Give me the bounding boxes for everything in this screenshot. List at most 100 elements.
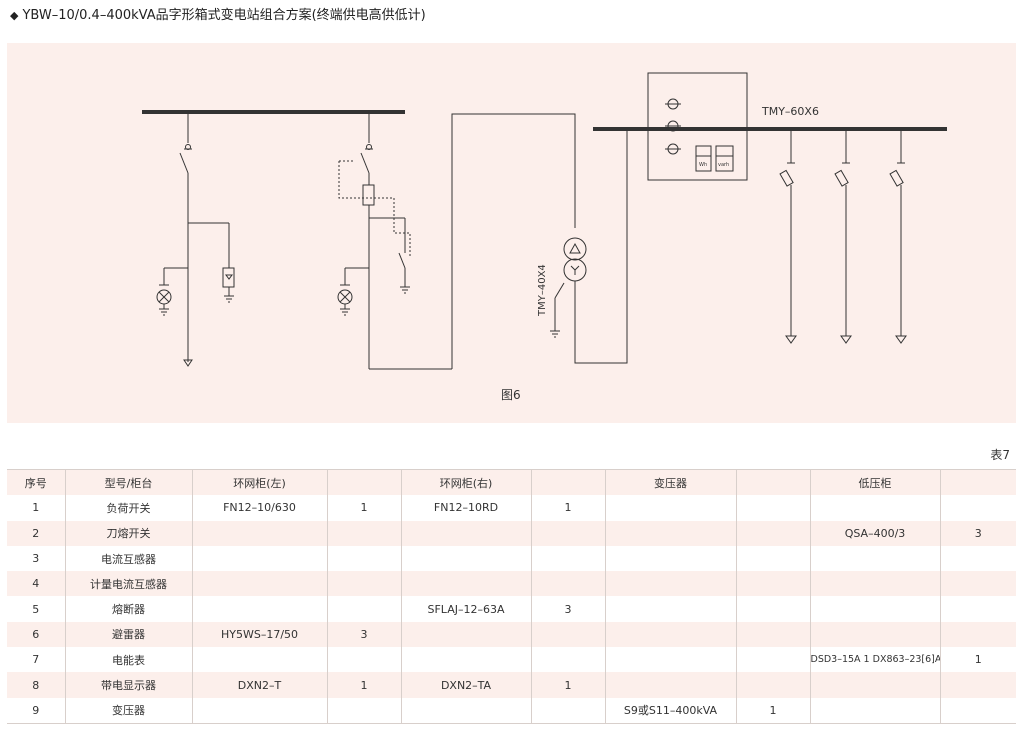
single-line-diagram-svg: TMY–60X6 TMY–40X4 Wh varh [142, 72, 947, 370]
table-cell [530, 571, 605, 597]
table-cell: 1 [32, 501, 40, 515]
table-cell [604, 545, 736, 572]
transformer-symbol [550, 130, 628, 364]
middle-feeder [337, 112, 452, 370]
table-cell [400, 545, 531, 572]
table-cell [530, 697, 605, 724]
hv-cable [451, 113, 576, 369]
table-header-row: 序号 型号/柜台 环网柜(左) 环网柜(右) 变压器 低压柜 [7, 469, 1016, 496]
table-cell: 8 [32, 678, 40, 692]
table-cell [400, 647, 531, 673]
table-cell [809, 495, 940, 521]
table-row: 9 变压器 S9或S11–400kVA 1 [7, 697, 1016, 724]
table-cell [530, 647, 605, 673]
wiring-diagram: TMY–60X6 TMY–40X4 Wh varh 图6 [7, 43, 1016, 423]
table-cell [735, 571, 810, 597]
table-row: 1 负荷开关 FN12–10/630 1 FN12–10RD 1 [7, 495, 1016, 521]
table-cell [530, 621, 605, 648]
table-cell [400, 571, 531, 597]
table-cell [191, 596, 327, 622]
table-cell [809, 545, 940, 572]
table-cell: 1 [326, 495, 401, 521]
table-row: 6 避雷器 HY5WS–17/50 3 [7, 621, 1016, 648]
table-cell [604, 596, 736, 622]
header-cell [735, 469, 810, 496]
table-cell: 6 [32, 627, 40, 641]
table-cell: 负荷开关 [64, 495, 192, 521]
header-cell: 环网柜(左) [191, 469, 327, 496]
figure-label: 图6 [501, 388, 521, 402]
table-cell: 3 [530, 596, 605, 622]
table-cell [326, 520, 401, 546]
table-cell [604, 672, 736, 698]
table-row: 5 熔断器 SFLAJ–12–63A 3 [7, 596, 1016, 622]
metering-box [647, 72, 748, 181]
table-cell [604, 495, 736, 521]
table-cell [939, 571, 1016, 597]
table-row: 2 刀熔开关 QSA–400/3 3 [7, 520, 1016, 546]
table-cell [604, 571, 736, 597]
table-cell [400, 621, 531, 648]
header-cell [530, 469, 605, 496]
table-cell: 带电显示器 [64, 672, 192, 698]
transformer-label: TMY–40X4 [537, 264, 548, 317]
table-cell [530, 545, 605, 572]
header-cell: 序号 [7, 469, 65, 496]
table-cell: HY5WS–17/50 [191, 621, 327, 648]
title-text: YBW–10/0.4–400kVA品字形箱式变电站组合方案(终端供电高供低计) [22, 8, 426, 23]
table-cell: 计量电流互感器 [64, 571, 192, 597]
table-cell [735, 545, 810, 572]
table-cell [191, 571, 327, 597]
table-cell: 变压器 [64, 697, 192, 724]
table-cell [939, 672, 1016, 698]
table-cell: DSD3–15A 1 DX863–23[6]A [809, 647, 940, 673]
header-cell: 环网柜(右) [400, 469, 531, 496]
page-title: ◆YBW–10/0.4–400kVA品字形箱式变电站组合方案(终端供电高供低计) [10, 4, 426, 23]
table-cell: 3 [326, 621, 401, 648]
table-label: 表7 [990, 448, 1010, 462]
table-cell [939, 596, 1016, 622]
table-cell [326, 697, 401, 724]
busbar-label: TMY–60X6 [761, 105, 819, 118]
header-cell: 变压器 [604, 469, 736, 496]
table-cell: FN12–10/630 [191, 495, 327, 521]
table-row: 3 电流互感器 [7, 545, 1016, 572]
table-cell [604, 621, 736, 648]
left-feeder [156, 112, 235, 367]
header-cell: 型号/柜台 [64, 469, 192, 496]
meter-label-wh: Wh [699, 162, 707, 168]
table-cell [735, 672, 810, 698]
table-cell [400, 520, 531, 546]
table-cell [939, 545, 1016, 572]
header-cell [326, 469, 401, 496]
table-cell [735, 520, 810, 546]
outgoing-feeders [779, 129, 907, 344]
table-cell: FN12–10RD [400, 495, 531, 521]
table-cell [326, 571, 401, 597]
table-cell [809, 697, 940, 724]
table-cell [530, 520, 605, 546]
table-cell [400, 697, 531, 724]
table-cell [809, 621, 940, 648]
table-cell: 3 [939, 520, 1016, 546]
table-cell: 7 [32, 653, 40, 667]
table-cell [939, 621, 1016, 648]
table-cell: SFLAJ–12–63A [400, 596, 531, 622]
table-cell: 2 [32, 526, 40, 540]
table-cell: DXN2–T [191, 672, 327, 698]
meter-label-varh: varh [718, 162, 729, 168]
table-cell: DXN2–TA [400, 672, 531, 698]
table-cell: 5 [32, 602, 40, 616]
table-cell: 刀熔开关 [64, 520, 192, 546]
table-cell [735, 596, 810, 622]
table-cell [809, 672, 940, 698]
table-cell [326, 545, 401, 572]
table-cell: 1 [735, 697, 810, 724]
table-cell: 4 [32, 577, 40, 591]
table-cell: 电流互感器 [64, 545, 192, 572]
table-cell [326, 596, 401, 622]
table-cell [326, 647, 401, 673]
table-row: 8 带电显示器 DXN2–T 1 DXN2–TA 1 [7, 672, 1016, 698]
table-cell: 1 [530, 495, 605, 521]
table-cell: 9 [7, 697, 65, 724]
